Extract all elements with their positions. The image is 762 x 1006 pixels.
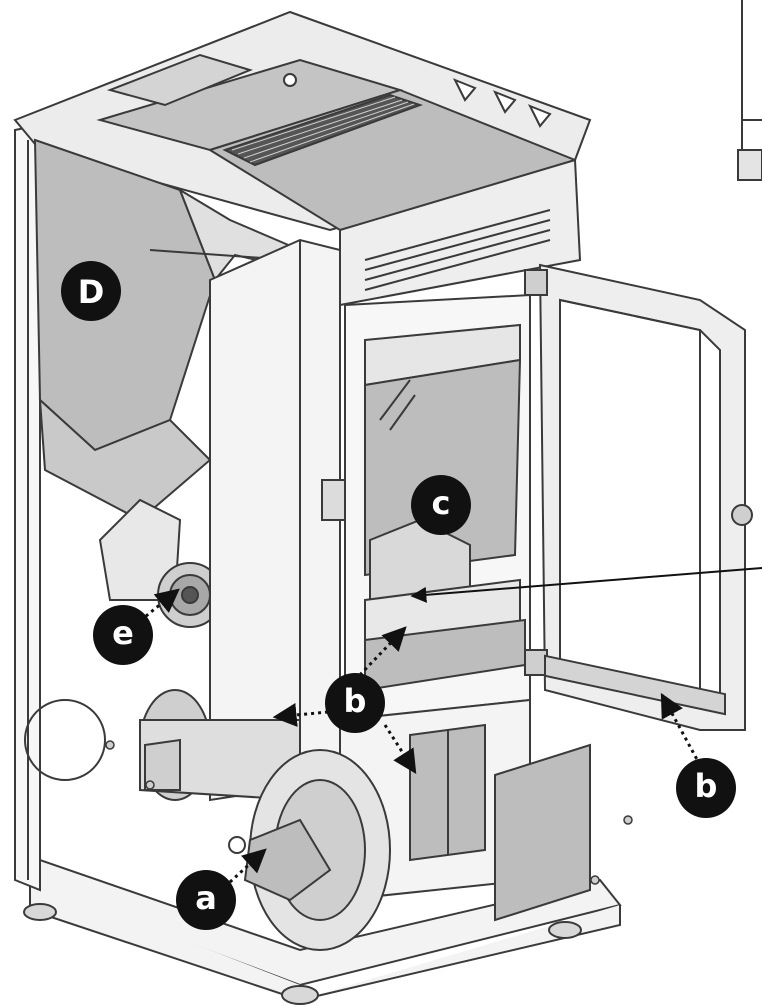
top-lid	[13, 10, 592, 307]
smoke-fan	[139, 689, 391, 951]
side-opening	[24, 699, 106, 781]
badge-b-center: b	[325, 673, 385, 733]
arrow-b-left	[272, 703, 329, 727]
arrow-b-up	[353, 626, 407, 682]
arrow-b-down	[383, 724, 417, 775]
badge-e: e	[93, 605, 153, 665]
arrow-a	[228, 848, 267, 884]
base-frame	[18, 858, 622, 1005]
badge-b-door: b	[676, 758, 736, 818]
badge-a: a	[176, 870, 236, 930]
central-column	[209, 238, 353, 802]
label-a: a	[195, 879, 217, 917]
open-door	[524, 263, 753, 731]
label-b-door: b	[695, 767, 718, 805]
label-d: D	[78, 273, 105, 311]
adjacent-unit-outline	[737, 0, 762, 181]
arrow-c-to-brazier	[410, 567, 762, 603]
label-b-center: b	[344, 682, 367, 720]
screws	[105, 740, 633, 885]
badge-c: c	[411, 475, 471, 535]
label-c: c	[432, 484, 451, 522]
badge-d: D	[61, 261, 121, 321]
label-e: e	[112, 614, 134, 652]
